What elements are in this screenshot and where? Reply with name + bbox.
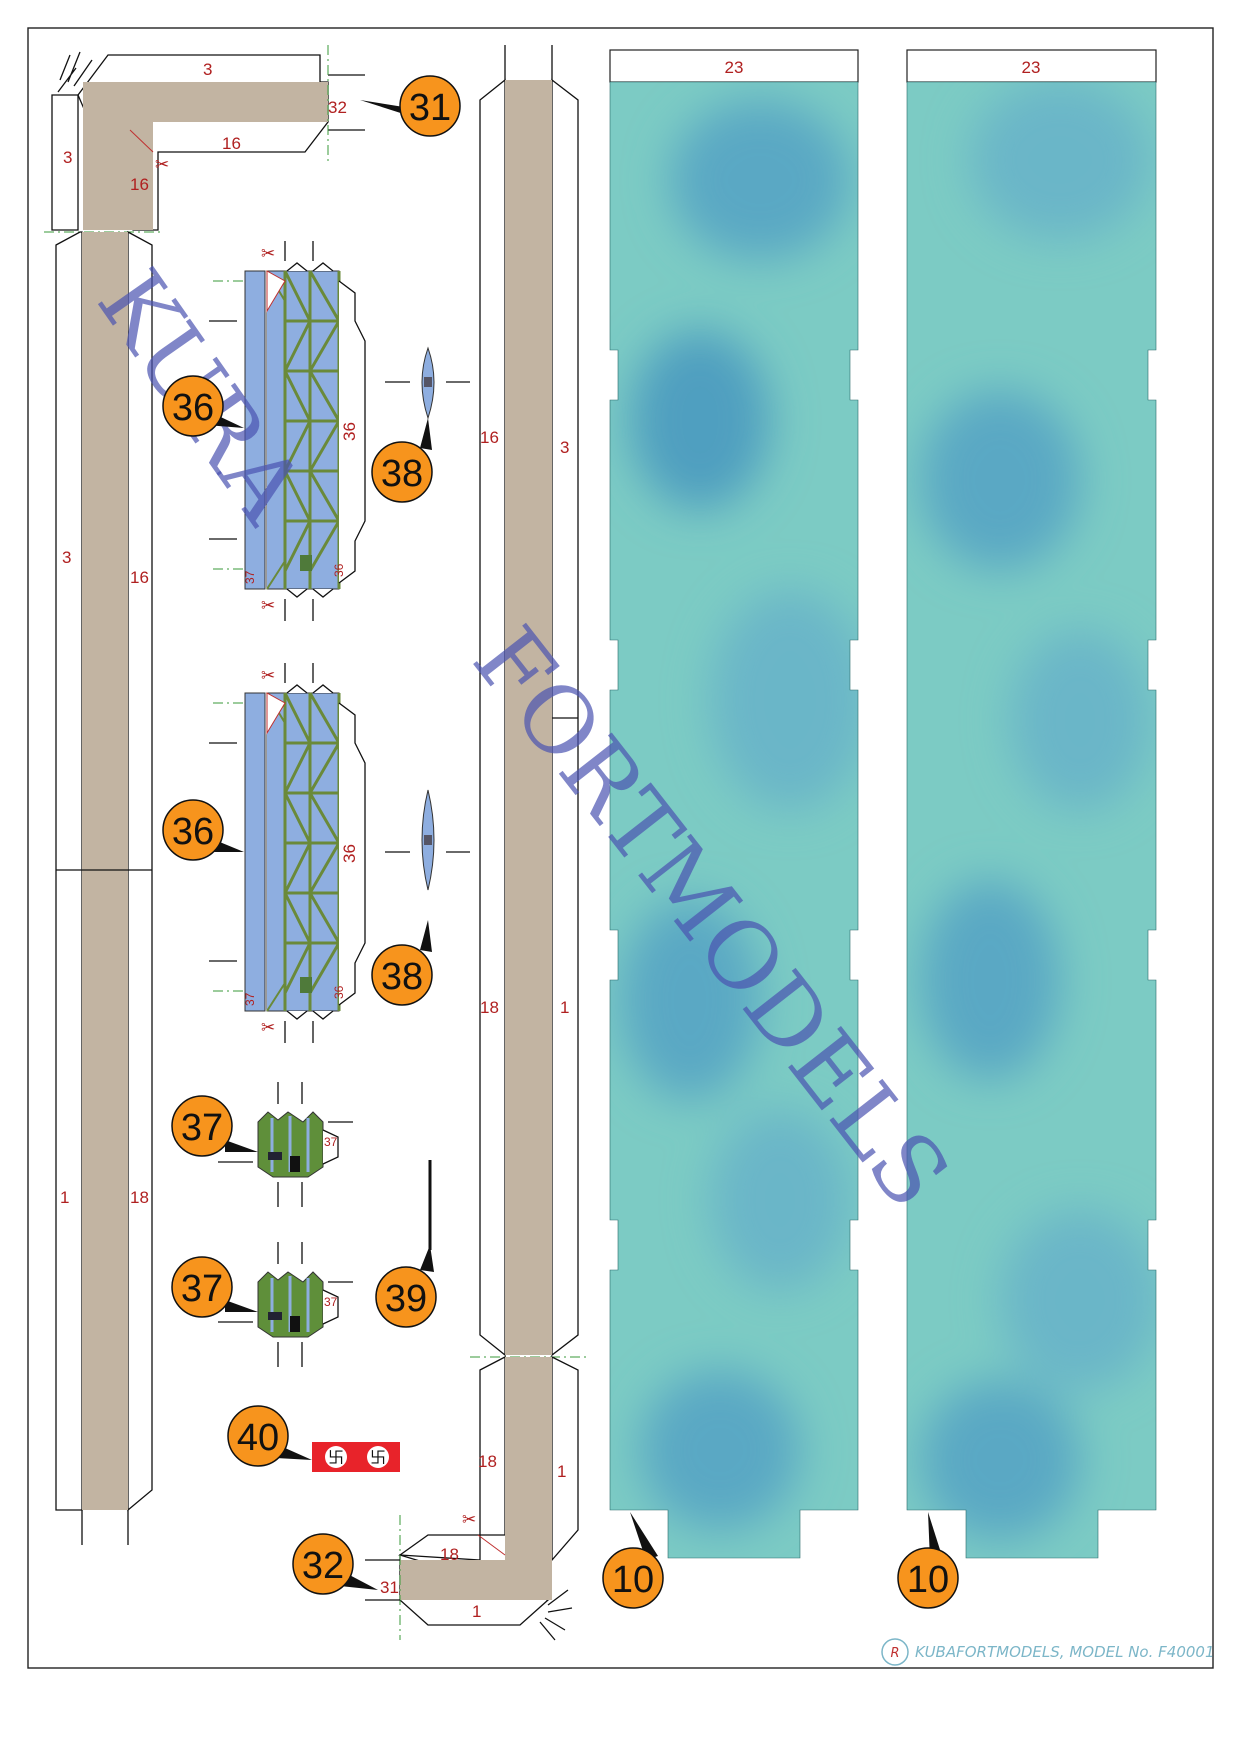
badge-32: 32 bbox=[292, 1533, 378, 1595]
badge-10-a: 10 bbox=[602, 1512, 664, 1609]
badge-37-a: 37 bbox=[171, 1095, 258, 1157]
badge-38-b: 38 bbox=[371, 920, 433, 1006]
label-3-side: 3 bbox=[63, 148, 72, 167]
badge-10-a-number: 10 bbox=[612, 1559, 654, 1601]
swastika-icon: 卐 bbox=[370, 1448, 386, 1467]
panel-a-number: 23 bbox=[725, 58, 744, 77]
label-36-wing-a: 36 bbox=[340, 422, 359, 441]
label-bot-18-vertical: 18 bbox=[478, 1452, 497, 1471]
badge-39: 39 bbox=[375, 1245, 437, 1328]
left-long-strip[interactable]: 3 16 1 18 bbox=[55, 230, 153, 1545]
label-37-tab-b: 37 bbox=[243, 570, 257, 584]
badge-36-a: 36 bbox=[162, 375, 244, 437]
scissors-icon: ✂ bbox=[261, 666, 275, 685]
label-bot-1-vertical: 1 bbox=[557, 1462, 566, 1481]
part-37-a[interactable]: 37 bbox=[216, 1080, 355, 1209]
badge-36-b-number: 36 bbox=[172, 811, 214, 853]
label-37-small-a: 37 bbox=[324, 1135, 338, 1149]
label-16-side: 16 bbox=[130, 175, 149, 194]
label-left-1: 1 bbox=[60, 1188, 69, 1207]
badge-37-b-number: 37 bbox=[181, 1268, 223, 1310]
label-mid-1: 1 bbox=[560, 998, 569, 1017]
swastika-icon: 卐 bbox=[328, 1448, 344, 1467]
badge-31-number: 31 bbox=[409, 87, 451, 129]
badge-36-b: 36 bbox=[162, 799, 244, 861]
part-38-propeller-a[interactable] bbox=[385, 346, 470, 420]
label-32: 32 bbox=[328, 98, 347, 117]
badge-31: 31 bbox=[360, 75, 461, 137]
label-mid-3: 3 bbox=[560, 438, 569, 457]
label-mid-18: 18 bbox=[480, 998, 499, 1017]
part-32-strip[interactable]: 18 1 18 31 1 ✂ bbox=[365, 1355, 579, 1641]
label-36-wing-b: 36 bbox=[340, 844, 359, 863]
footer-text: KUBAFORTMODELS, MODEL No. F40001 bbox=[915, 1643, 1215, 1661]
label-left-16: 16 bbox=[130, 568, 149, 587]
label-bot-1-horizontal: 1 bbox=[472, 1602, 481, 1621]
label-36-tab-b: 36 bbox=[332, 985, 346, 999]
badge-38-b-number: 38 bbox=[381, 956, 423, 998]
label-16-horizontal: 16 bbox=[222, 134, 241, 153]
part-38-propeller-b[interactable] bbox=[385, 789, 470, 891]
badge-39-number: 39 bbox=[385, 1278, 427, 1320]
label-bot-18-horizontal: 18 bbox=[440, 1545, 459, 1564]
scissors-icon: ✂ bbox=[261, 244, 275, 263]
sheet-border bbox=[27, 27, 1214, 1669]
label-bot-31: 31 bbox=[380, 1578, 399, 1597]
part-36-wing-b[interactable]: 36 36 ✂ ✂ bbox=[207, 661, 367, 1045]
middle-long-strip[interactable]: 16 3 18 1 bbox=[470, 45, 590, 1358]
badge-32-number: 32 bbox=[302, 1545, 344, 1587]
badge-37-b: 37 bbox=[171, 1256, 258, 1318]
label-36-tab-a: 36 bbox=[332, 563, 346, 577]
badge-10-b-number: 10 bbox=[907, 1559, 949, 1601]
scissors-icon: ✂ bbox=[155, 155, 169, 174]
part-36-wing-a[interactable]: 36 36 ✂ ✂ bbox=[207, 239, 367, 623]
label-left-3: 3 bbox=[62, 548, 71, 567]
label-37-tab-a: 37 bbox=[243, 992, 257, 1006]
label-left-18: 18 bbox=[130, 1188, 149, 1207]
badge-38-a: 38 bbox=[371, 418, 433, 503]
badge-40-number: 40 bbox=[237, 1417, 279, 1459]
footer-logo-letter: R bbox=[890, 1646, 899, 1661]
part-10-panel-b[interactable]: 23 bbox=[900, 49, 1170, 1570]
label-37-small-b: 37 bbox=[324, 1295, 338, 1309]
part-37-b[interactable]: 37 bbox=[216, 1240, 355, 1369]
badge-10-b: 10 bbox=[897, 1512, 959, 1609]
scissors-icon: ✂ bbox=[261, 596, 275, 615]
part-10-panel-a[interactable]: 23 bbox=[600, 49, 870, 1570]
scissors-icon: ✂ bbox=[261, 1018, 275, 1037]
part-40-flag[interactable]: 卐 卐 bbox=[312, 1442, 400, 1472]
badge-37-a-number: 37 bbox=[181, 1107, 223, 1149]
badge-38-a-number: 38 bbox=[381, 453, 423, 495]
badge-36-a-number: 36 bbox=[172, 387, 214, 429]
label-mid-16: 16 bbox=[480, 428, 499, 447]
part-31-strip[interactable]: 3 32 16 3 16 ✂ bbox=[44, 45, 365, 233]
scissors-icon: ✂ bbox=[462, 1510, 476, 1529]
badge-40: 40 bbox=[227, 1405, 312, 1467]
footer: R KUBAFORTMODELS, MODEL No. F40001 bbox=[881, 1638, 1215, 1666]
label-3-top: 3 bbox=[203, 60, 212, 79]
panel-b-number: 23 bbox=[1022, 58, 1041, 77]
registered-logo-icon bbox=[881, 1638, 909, 1666]
